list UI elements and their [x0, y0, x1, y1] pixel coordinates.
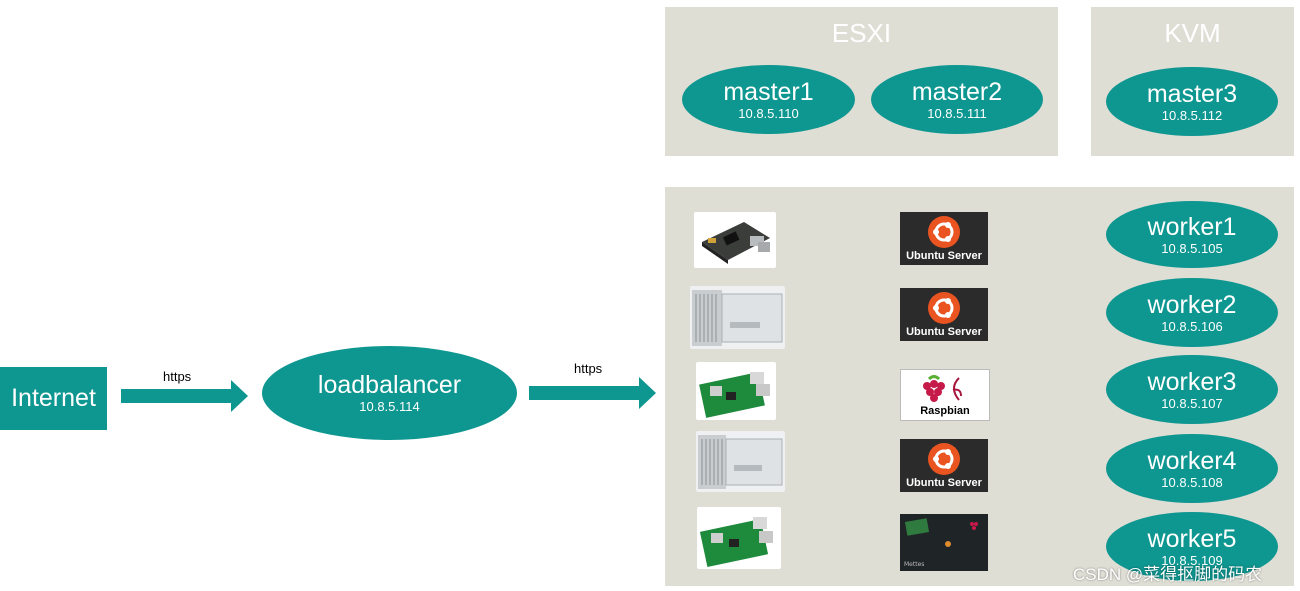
watermark: CSDN @菜得抠脚的码农	[1073, 565, 1263, 584]
ubuntu-server-label: Ubuntu Server	[906, 326, 982, 338]
master1-ip: 10.8.5.110	[738, 105, 799, 121]
worker2-node: worker2 10.8.5.106	[1106, 278, 1278, 347]
kvm-panel: KVM master3 10.8.5.112	[1091, 7, 1294, 156]
raspbian-logo: Raspbian	[900, 369, 990, 421]
worker3-ip: 10.8.5.107	[1161, 395, 1223, 411]
master2-node: master2 10.8.5.111	[871, 65, 1043, 134]
worker5-node: worker5 10.8.5.109	[1106, 512, 1278, 581]
loadbalancer-name: loadbalancer	[317, 371, 462, 399]
kvm-title: KVM	[1164, 18, 1221, 48]
loadbalancer-node: loadbalancer 10.8.5.114	[262, 346, 517, 440]
worker5-name: worker5	[1147, 524, 1237, 553]
master2-ip: 10.8.5.111	[927, 105, 987, 121]
raspbian-label: Raspbian	[920, 405, 970, 417]
loadbalancer-ip: 10.8.5.114	[359, 399, 420, 414]
worker5-ip: 10.8.5.109	[1161, 552, 1223, 568]
esxi-panel: ESXI master1 10.8.5.110 master2 10.8.5.1…	[665, 7, 1058, 156]
worker1-ip: 10.8.5.105	[1161, 240, 1223, 256]
worker2-ip: 10.8.5.106	[1161, 318, 1223, 334]
ubuntu-server-label: Ubuntu Server	[906, 250, 982, 262]
worker4-ip: 10.8.5.108	[1161, 474, 1223, 490]
master3-ip: 10.8.5.112	[1161, 107, 1223, 123]
https-label: https	[163, 369, 192, 384]
worker1-name: worker1	[1147, 212, 1237, 241]
svg-text:Mettes: Mettes	[904, 561, 924, 568]
internet-box: Internet	[0, 367, 107, 430]
ubuntu-server-label: Ubuntu Server	[906, 477, 982, 489]
master1-node: master1 10.8.5.110	[682, 65, 855, 134]
workers-panel: Ubuntu Server Ubuntu Server Raspbian	[665, 187, 1294, 586]
raspberry-pi-image	[697, 507, 781, 569]
master3-node: master3 10.8.5.112	[1106, 67, 1278, 136]
worker1-node: worker1 10.8.5.105	[1106, 201, 1278, 268]
worker3-name: worker3	[1147, 367, 1237, 396]
ubuntu-server-logo: Ubuntu Server	[900, 439, 988, 492]
https-label: https	[574, 361, 603, 376]
esxi-title: ESXI	[831, 18, 892, 48]
industrial-pc-image	[696, 431, 785, 492]
worker2-name: worker2	[1147, 290, 1237, 319]
https-arrow	[529, 377, 656, 409]
raspberry-pi-os-image: Mettes	[900, 514, 988, 571]
worker3-node: worker3 10.8.5.107	[1106, 355, 1278, 424]
raspberry-pi-image	[696, 362, 776, 420]
worker4-name: worker4	[1147, 446, 1237, 475]
ubuntu-server-logo: Ubuntu Server	[900, 288, 988, 341]
sbc-board-image	[694, 212, 776, 268]
industrial-pc-image	[690, 286, 785, 349]
master3-name: master3	[1146, 79, 1238, 108]
master2-name: master2	[911, 77, 1003, 106]
https-arrow	[121, 380, 248, 412]
worker4-node: worker4 10.8.5.108	[1106, 434, 1278, 503]
master1-name: master1	[723, 77, 814, 106]
ubuntu-server-logo: Ubuntu Server	[900, 212, 988, 265]
